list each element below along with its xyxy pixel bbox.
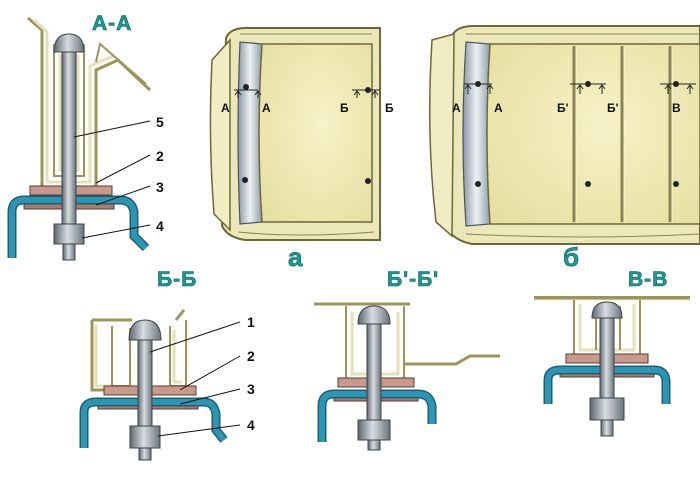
callouts-bb: 1 2 3 4	[149, 314, 255, 437]
section-bb-drawing	[79, 309, 228, 461]
callout-aa-4: 4	[156, 218, 164, 234]
section-bprime-drawing	[314, 302, 500, 451]
view-a-label: а	[288, 242, 303, 272]
section-bprime-title: Б'-Б'	[387, 268, 439, 291]
callout-aa-2: 2	[156, 148, 164, 164]
section-aa-title: А-А	[92, 12, 132, 35]
cut-mark-a-right: А	[262, 101, 271, 115]
section-vv-drawing	[534, 296, 690, 437]
callout-bb-2: 2	[247, 348, 255, 364]
cut-mark-b-v: В	[672, 101, 681, 115]
cut-mark-b-a-right: А	[494, 101, 503, 115]
cut-mark-b-a-left: А	[452, 101, 461, 115]
cut-mark-a-left: А	[221, 101, 230, 115]
view-b-roof-plan	[429, 25, 700, 245]
callouts-aa: 5 2 3 4	[73, 114, 164, 239]
cut-mark-b-bprime-left: Б'	[557, 101, 569, 115]
callout-bb-1: 1	[247, 314, 255, 330]
callout-aa-3: 3	[156, 179, 164, 195]
cut-mark-b-bprime-right: Б'	[607, 101, 619, 115]
section-vv-title: В-В	[628, 268, 668, 291]
view-a-roof-plan	[209, 27, 381, 241]
cut-mark-b-right: Б	[385, 101, 394, 115]
cut-mark-b-left: Б	[340, 101, 349, 115]
callout-aa-5: 5	[156, 114, 164, 130]
section-bb-title: Б-Б	[157, 268, 197, 291]
view-b-label: б	[563, 242, 579, 272]
section-aa-drawing	[7, 16, 152, 261]
callout-bb-4: 4	[247, 417, 255, 433]
callout-bb-3: 3	[247, 381, 255, 397]
